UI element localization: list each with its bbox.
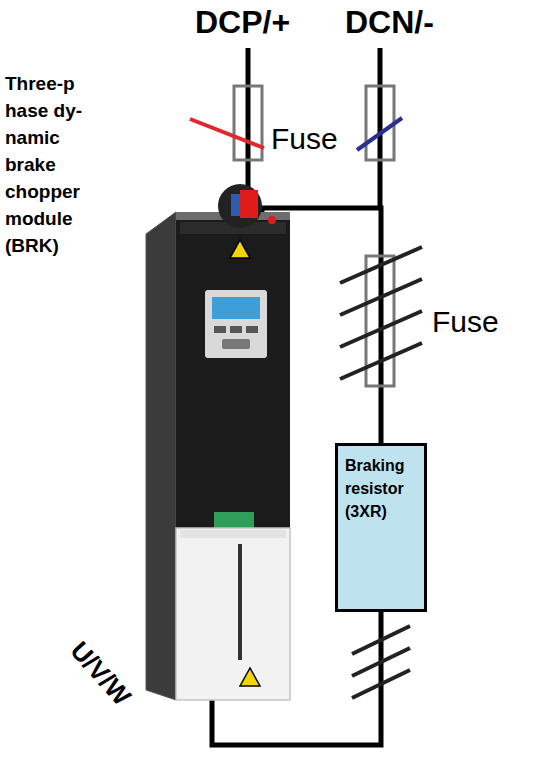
module-label: Three-p hase dy- namic brake chopper mod… bbox=[5, 70, 103, 259]
dcn-wire bbox=[378, 48, 383, 208]
three-phase-slashes bbox=[352, 626, 410, 698]
resistor-box: Braking resistor (3XR) bbox=[335, 443, 427, 612]
bus-label: DCP/+ bbox=[195, 4, 290, 41]
dcp-wire bbox=[246, 48, 251, 196]
fuse-slash bbox=[357, 118, 402, 150]
fuse-label: Fuse bbox=[432, 305, 499, 340]
resistor-label: Braking resistor (3XR) bbox=[345, 454, 417, 523]
terminal-label: U/V/W bbox=[64, 636, 136, 712]
fuse-symbol bbox=[366, 86, 394, 160]
fuse-slash bbox=[190, 119, 264, 148]
bus-label: DCN/- bbox=[345, 4, 434, 41]
fuse-symbol bbox=[234, 86, 262, 160]
module-drawing bbox=[146, 184, 290, 700]
module-box: Three-p hase dy- namic brake chopper mod… bbox=[148, 212, 290, 700]
fuse-label: Fuse bbox=[271, 122, 338, 157]
three-phase-slashes bbox=[340, 247, 422, 379]
